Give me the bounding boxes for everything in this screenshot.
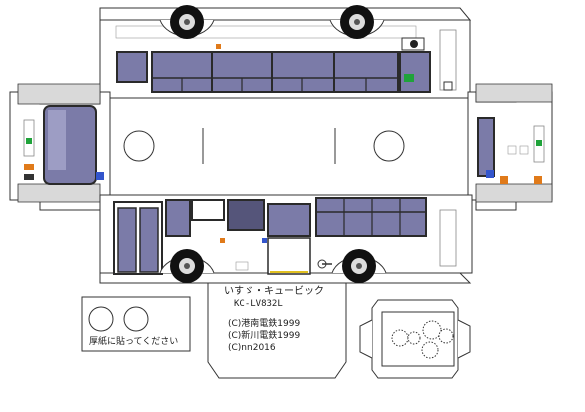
window-row-bottom (315, 197, 427, 237)
rear-side-window (116, 51, 148, 83)
model-name: いすゞ・キュービック (224, 286, 324, 297)
credit-line-1: (C)港南電鉄1999 (228, 319, 301, 329)
emergency-exit-icon (404, 74, 414, 82)
chassis-piece (359, 299, 471, 379)
rear-window (477, 117, 495, 177)
bottom-side-panel (99, 194, 473, 284)
roof-panel (99, 97, 471, 196)
rear-panel (467, 83, 553, 211)
wheel-top-rear (170, 5, 204, 39)
front-panel (9, 83, 111, 211)
credit-tab (207, 282, 347, 379)
wheel-top-front (340, 5, 374, 39)
instruction-text: 厚紙に貼ってください (89, 337, 179, 347)
wheelchair-icon (96, 172, 104, 180)
wheel-bottom-rear (170, 249, 204, 283)
top-flap (99, 7, 472, 21)
credit-line-3: (C)nn2016 (228, 343, 276, 353)
top-side-panel (99, 5, 472, 99)
driver-window (399, 51, 431, 93)
front-door (267, 237, 311, 275)
model-code: KC-LV832L (234, 299, 283, 309)
window-row-top (151, 51, 399, 93)
wheel-bottom-front (342, 249, 376, 283)
credit-line-2: (C)新川電鉄1999 (228, 331, 301, 341)
